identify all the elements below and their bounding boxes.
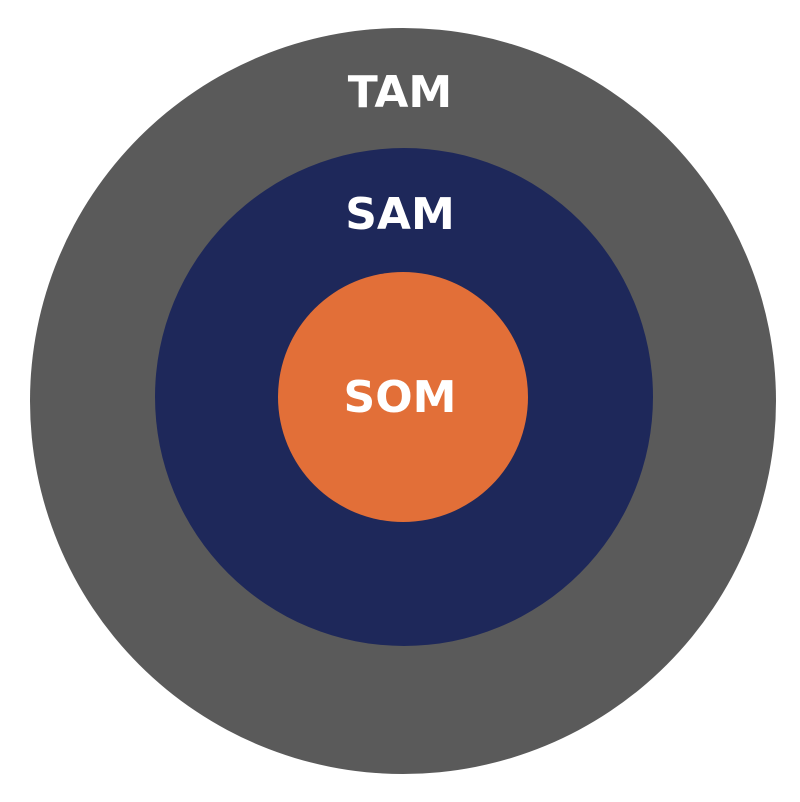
som-circle	[278, 272, 528, 522]
som-label: SOM	[343, 372, 457, 423]
sam-label: SAM	[345, 189, 455, 240]
tam-label: TAM	[347, 67, 453, 118]
